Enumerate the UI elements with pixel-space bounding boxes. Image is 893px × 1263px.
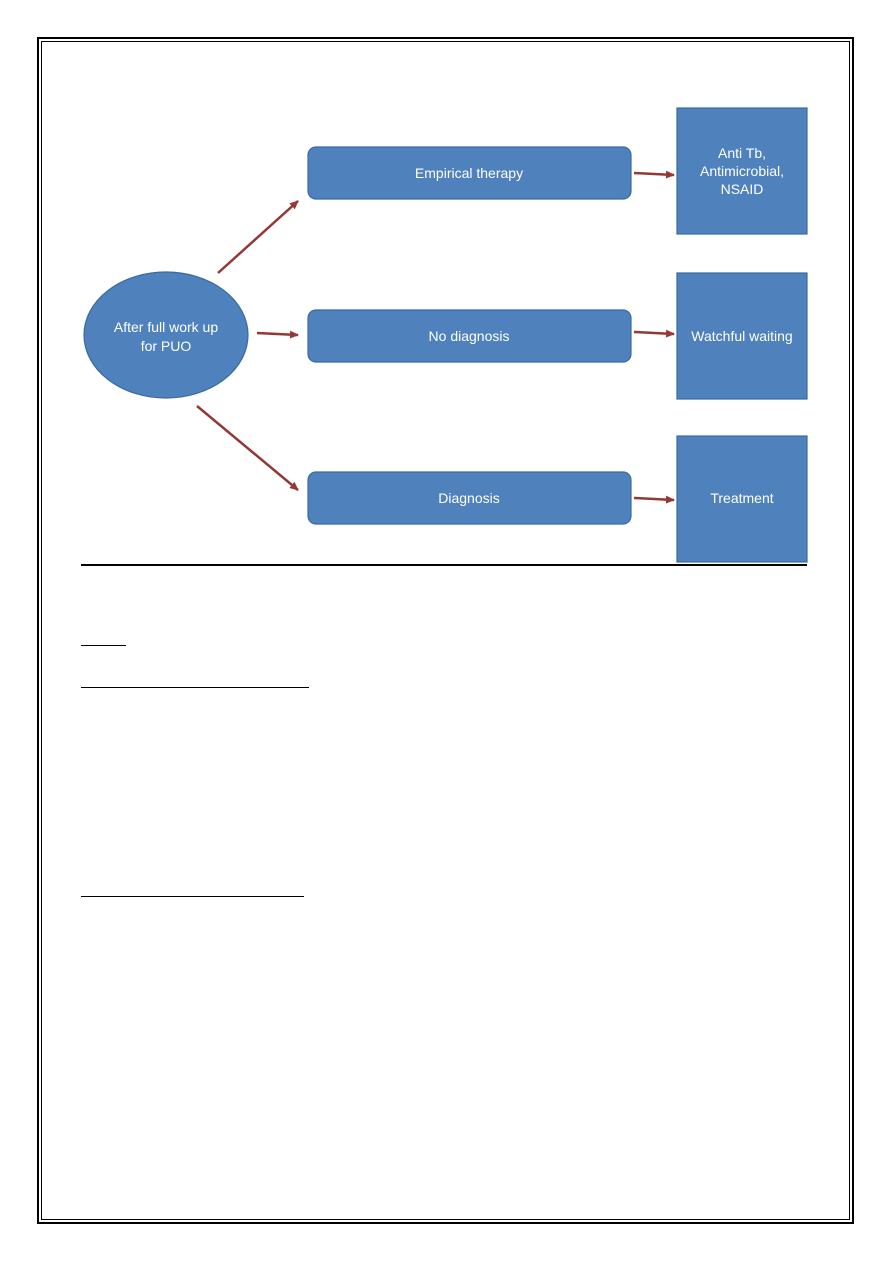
arrow-no-diagnosis-to-outcome	[633, 329, 675, 338]
step-node-empirical-therapy: Empirical therapy	[307, 146, 632, 200]
outcome-node-anti-tb: Anti Tb, Antimicrobial, NSAID	[676, 107, 808, 235]
outcome-label-line1: Anti Tb,	[718, 145, 766, 161]
arrow-empirical-to-outcome	[633, 170, 675, 179]
arrow-diagnosis-to-outcome	[633, 495, 675, 504]
flowchart: After full work up for PUO Empirical the…	[83, 107, 808, 563]
arrow-start-to-no-diagnosis	[256, 330, 299, 339]
arrow-start-to-empirical	[217, 200, 299, 274]
step-label-empirical-therapy: Empirical therapy	[415, 165, 523, 181]
outcome-node-treatment: Treatment	[676, 435, 808, 563]
horizontal-rule	[81, 564, 807, 566]
underline-heading-2	[81, 896, 304, 897]
step-node-no-diagnosis: No diagnosis	[307, 309, 632, 363]
outcome-label-treatment: Treatment	[710, 490, 773, 506]
arrow-start-to-diagnosis	[196, 405, 299, 491]
outcome-label-line3: NSAID	[721, 181, 764, 197]
start-node: After full work up for PUO	[83, 271, 249, 399]
outcome-label-watchful-waiting: Watchful waiting	[691, 328, 792, 344]
outcome-node-watchful-waiting: Watchful waiting	[676, 272, 808, 400]
underline-short	[81, 645, 126, 646]
outcome-label-line2: Antimicrobial,	[700, 163, 784, 179]
page-border-outer	[37, 37, 854, 1224]
step-label-diagnosis: Diagnosis	[438, 490, 499, 506]
underline-heading-1	[81, 687, 309, 688]
page-border-inner	[41, 41, 850, 1220]
step-label-no-diagnosis: No diagnosis	[429, 328, 510, 344]
start-node-label-line2: for PUO	[141, 338, 192, 354]
step-node-diagnosis: Diagnosis	[307, 471, 632, 525]
start-node-label-line1: After full work up	[114, 319, 218, 335]
